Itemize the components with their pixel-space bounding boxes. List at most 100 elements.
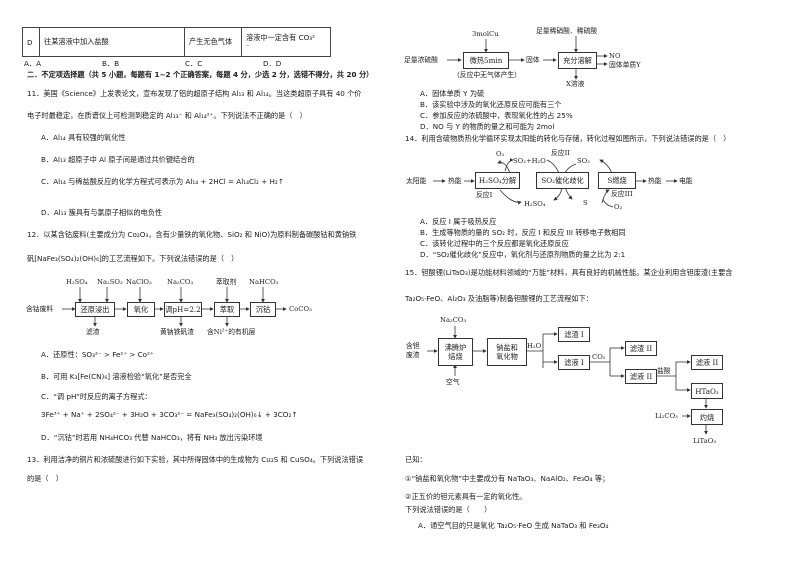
q12-output-jarosite: 黄钠铁矾渣: [160, 328, 194, 336]
q14-thermal-energy-2: 热能: [648, 177, 662, 185]
q14-box-so2-disproportionation: SO₂催化歧化: [536, 172, 589, 189]
q15-filtrate-2: 滤液 II: [625, 369, 657, 384]
q10-option-c: C．C: [185, 59, 203, 68]
q15-known-1: ①“钠盐和氧化物”中主要成分有 NaTaO₃、NaAlO₂、Fe₃O₄ 等；: [405, 474, 610, 483]
conclusion-line2: ⁻: [246, 42, 250, 51]
q15-box-sodium-salts-l2: 氧化物: [496, 352, 518, 361]
q15-residue-1: 滤渣 I: [558, 327, 590, 342]
q12-output-residue: 滤渣: [86, 328, 100, 336]
q13-start-conc-h2so4: 足量浓硫酸: [404, 56, 438, 64]
q11-option-d: D．Al₁₃ 簇具有与氯原子相似的电负性: [41, 208, 163, 217]
q11-option-b: B．Al₁₃ 超原子中 Al 原子间是通过共价键结合的: [41, 155, 195, 164]
q14-stem: 14．利用含硫物质热化学循环实现太阳能的转化与存储，转化过程如图所示，下列说法错…: [405, 134, 731, 143]
q14-o2-bottom: O₂: [614, 203, 623, 211]
q10-option-table: D 往某溶液中加入盐酸 产生无色气体 溶液中一定含有 CO₃² ⁻: [22, 27, 331, 57]
operation-cell: 往某溶液中加入盐酸: [39, 27, 185, 57]
q12-input-nahco3: NaHCO₃: [249, 278, 279, 286]
q14-so2-right: SO₂: [577, 157, 590, 165]
q15-start-l2: 废渣: [406, 351, 420, 359]
phenomenon-cell: 产生无色气体: [184, 27, 242, 57]
q13-stem-line1: 13．利用洁净的铜片和浓硫酸进行如下实验，其中所得固体中的生成物为 Cu₂S 和…: [27, 455, 364, 464]
q13-output-no: NO: [609, 52, 621, 60]
q11-stem-line1: 11．美国《Science》上发表论文，宣布发现了铝的超原子结构 Al₁₃ 和 …: [27, 89, 362, 98]
q15-product-litao3: LiTaO₃: [693, 437, 717, 445]
q12-step-adjust-ph: 调pH=2.2: [164, 302, 202, 317]
q12-input-na2co3: Na₂CO₃: [167, 278, 194, 286]
q14-thermal-energy-1: 热能: [448, 177, 462, 185]
q15-question: 下列说法错误的是（ ）: [405, 505, 492, 514]
q14-option-d: D．“SO₂催化歧化”反应中，氧化剂与还原剂物质的量之比为 2:1: [420, 250, 626, 259]
q14-solar-energy: 太阳能: [406, 177, 427, 185]
section2-heading: 二．不定项选择题（共 5 小题，每题有 1~2 个正确答案，每题 4 分，少选 …: [27, 70, 374, 79]
q12-product: CoCO₃: [289, 305, 312, 313]
q12-input-extractant: 萃取剂: [216, 278, 237, 286]
q10-option-b: B．B: [102, 59, 120, 68]
q12-input-na2so3: Na₂SO₃: [97, 278, 123, 286]
q13-output-x-solution: X溶液: [566, 80, 585, 88]
q15-start-l1: 含钽: [406, 342, 420, 350]
q12-option-c: C．“调 pH”时反应的离子方程式：: [41, 392, 152, 401]
q15-hcl: 盐酸: [657, 367, 671, 375]
q15-residue-2: 滤渣 II: [625, 341, 657, 356]
q15-known-2: ②正五价的钽元素具有一定的氧化性。: [405, 492, 527, 501]
q15-filtrate-1: 滤液 I: [558, 355, 590, 370]
q15-li2co3: Li₂CO₃: [655, 412, 678, 420]
q14-o2-top: O₂: [496, 150, 505, 158]
q12-step-oxidation: 氧化: [127, 302, 155, 317]
q12-option-b: B．可用 K₃[Fe(CN)₆] 溶液检验“氧化”是否完全: [41, 372, 192, 381]
q10-option-a: A．A: [24, 59, 42, 68]
q15-stem-line2: Ta₂O₅·FeO、Al₂O₃ 及油脂等)制备钽酸锂的工艺流程如下：: [405, 294, 593, 303]
q13-note-no-gas: （反应中无气体产生）: [453, 71, 521, 79]
q12-step-reductive-leach: 还原浸出: [75, 302, 115, 317]
q14-option-b: B．生成等物质的量的 SO₂ 时，反应 I 和反应 III 转移电子数相同: [420, 228, 626, 237]
q11-option-c: C．Al₁₄ 与稀盐酸反应的化学方程式可表示为 Al₁₄ + 2HCl = Al…: [41, 177, 284, 186]
q15-known-heading: 已知：: [405, 455, 427, 464]
q10-option-d: D．D: [263, 59, 282, 68]
q15-box-roasting: 沸腾炉 焙烧: [438, 338, 473, 366]
q12-step-cobalt-precipitation: 沉钴: [250, 302, 276, 317]
q14-reaction-i: 反应I: [476, 191, 493, 199]
q11-stem-line2: 电子时最稳定，在质谱仪上可检测到稳定的 Al₁₃⁻ 和 Al₁₄²⁺。下列说法不…: [27, 111, 307, 120]
q15-filtrate-3: 滤液 II: [691, 355, 723, 370]
q15-stem-line1: 15．钽酸锂(LiTaO₃)是功能材料领域的“万能”材料，具有良好的机械性能。某…: [405, 268, 733, 277]
q12-stem-line1: 12．以某含钴废料(主要成分为 Co₂O₃，含有少量铁的氧化物、SiO₂ 和 N…: [27, 230, 357, 239]
q12-option-a: A．还原性：SO₃²⁻ > Fe²⁺ > Co²⁺: [41, 350, 154, 359]
q15-input-na2co3: Na₂CO₃: [440, 316, 467, 324]
q14-option-a: A．反应 I 属于吸热反应: [420, 217, 497, 226]
q12-input-h2so4: H₂SO₄: [66, 278, 88, 286]
q15-htao3: HTaO₃: [691, 383, 723, 399]
conclusion-line1: 溶液中一定含有 CO₃²: [246, 33, 316, 42]
conclusion-cell: 溶液中一定含有 CO₃² ⁻: [241, 27, 331, 57]
q15-option-a: A．通空气目的只是氧化 Ta₂O₅·FeO 生成 NaTaO₃ 和 Fe₃O₄: [418, 521, 609, 530]
q14-box-h2so4-decomposition: H₂SO₄分解: [475, 172, 520, 189]
q12-option-c-equation: 3Fe³⁺ + Na⁺ + 2SO₄²⁻ + 3H₂O + 3CO₃²⁻ = N…: [41, 410, 298, 419]
q15-box-sodium-salts: 钠盐和 氧化物: [487, 338, 527, 366]
q13-input-cu: 3molCu: [472, 30, 499, 38]
q14-h2so4-product: H₂SO₄: [524, 200, 546, 208]
q13-stem-line2: 的是（ ）: [27, 474, 63, 483]
q15-box-sodium-salts-l1: 钠盐和: [496, 343, 518, 352]
q12-option-d: D．“沉钴”时若用 NH₄HCO₃ 代替 NaHCO₃，将有 NH₃ 放出污染环…: [41, 433, 263, 442]
q14-so2-h2o: SO₂+H₂O: [513, 157, 546, 165]
q12-step-extraction: 萃取: [214, 302, 240, 317]
q13-box-dissolve: 充分溶解: [558, 52, 597, 69]
q15-input-air: 空气: [446, 378, 460, 386]
q14-cycle-arrows: [433, 158, 678, 208]
q13-box-heat: 微热5min: [463, 52, 509, 69]
q15-co2: CO₂: [592, 353, 606, 361]
q14-reaction-iii: 反应III: [611, 190, 633, 198]
q13-option-b: B．该实验中涉及的氧化还原反应可能有三个: [420, 100, 562, 109]
q14-sulfur: S: [583, 199, 588, 207]
q13-option-d: D．NO 与 Y 的物质的量之和可能为 2mol: [420, 122, 555, 131]
q14-reaction-ii: 反应II: [551, 149, 570, 157]
q13-solid: 固体: [526, 56, 540, 64]
table-row: D 往某溶液中加入盐酸 产生无色气体 溶液中一定含有 CO₃² ⁻: [22, 27, 331, 57]
q12-stem-line2: 矾[NaFe₃(SO₄)₂(OH)₆]的工艺流程如下。下列说法错误的是（ ）: [27, 254, 239, 263]
q15-box-roasting-l2: 焙烧: [448, 352, 463, 361]
q12-input-naclo3: NaClO₃: [126, 278, 152, 286]
q13-output-solid-y: 固体单质Y: [609, 61, 641, 69]
q14-electric-energy: 电能: [679, 177, 693, 185]
q12-flow-arrows: [62, 287, 287, 327]
q14-option-c: C．该转化过程中的三个反应都是氧化还原反应: [420, 239, 569, 248]
